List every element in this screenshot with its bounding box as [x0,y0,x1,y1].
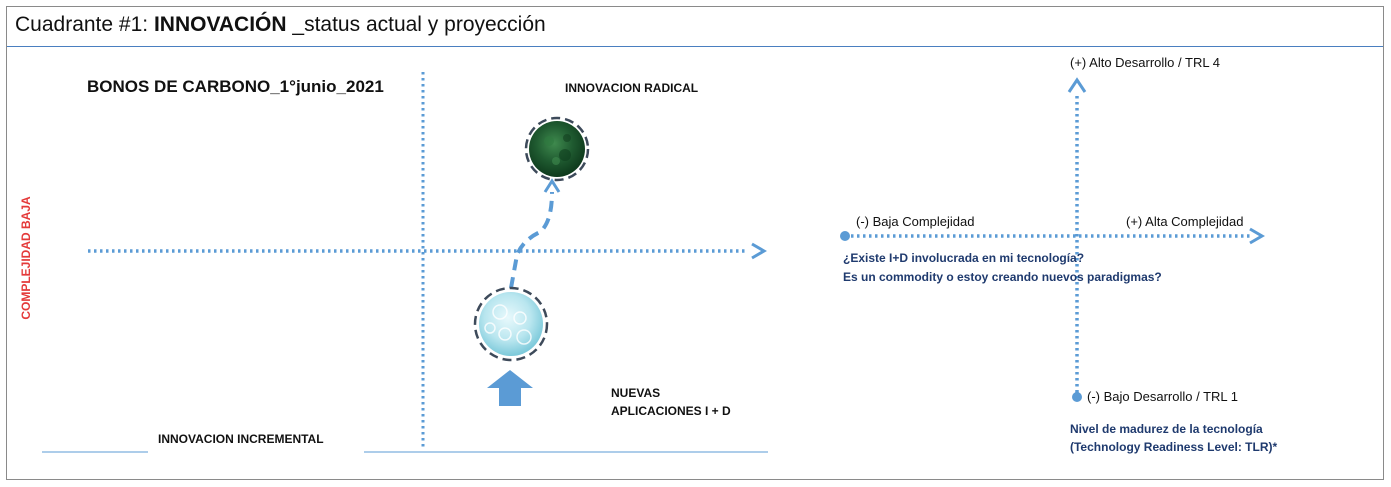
title-suffix: _status actual y proyección [286,13,546,36]
question-line1: ¿Existe I+D involucrada en mi tecnología… [843,251,1085,265]
title-prefix: Cuadrante #1: [15,13,154,36]
maturity-line1: Nivel de madurez de la tecnología [1070,422,1263,436]
up-arrow-icon [487,370,533,406]
title-bar: Cuadrante #1: INNOVACIÓN _status actual … [7,7,1383,47]
new-apps-line2: APLICACIONES I + D [611,404,731,418]
axis-bottom-label: (-) Bajo Desarrollo / TRL 1 [1087,389,1238,404]
side-label-complexity: COMPLEJIDAD BAJA [19,196,33,320]
page-title: Cuadrante #1: INNOVACIÓN _status actual … [15,13,546,37]
quadrant-heading: BONOS DE CARBONO_1°junio_2021 [87,77,384,96]
axis-top-label: (+) Alto Desarrollo / TRL 4 [1070,55,1220,70]
bottom-label-incremental: INNOVACION INCREMENTAL [158,432,324,446]
right-horizontal-origin-dot [840,231,850,241]
right-horizontal-arrowhead [1249,227,1265,245]
right-vertical-origin-dot [1072,392,1082,402]
axis-left-label: (-) Baja Complejidad [856,214,975,229]
projection-arrowhead [543,178,561,193]
top-label-radical: INNOVACION RADICAL [565,81,699,95]
new-apps-line1: NUEVAS [611,386,661,400]
question-line2: Es un commodity o estoy creando nuevos p… [843,270,1162,284]
projection-path [509,191,554,289]
cyan-bubbles-circle-icon [473,286,549,362]
right-vertical-arrowhead [1067,77,1087,93]
diagram-frame: Cuadrante #1: INNOVACIÓN _status actual … [6,6,1384,480]
axis-right-label: (+) Alta Complejidad [1126,214,1244,229]
maturity-line2: (Technology Readiness Level: TLR)* [1070,440,1278,454]
left-horizontal-arrowhead [751,242,767,260]
green-texture-circle-icon [524,116,590,182]
title-emphasis: INNOVACIÓN [153,13,287,36]
